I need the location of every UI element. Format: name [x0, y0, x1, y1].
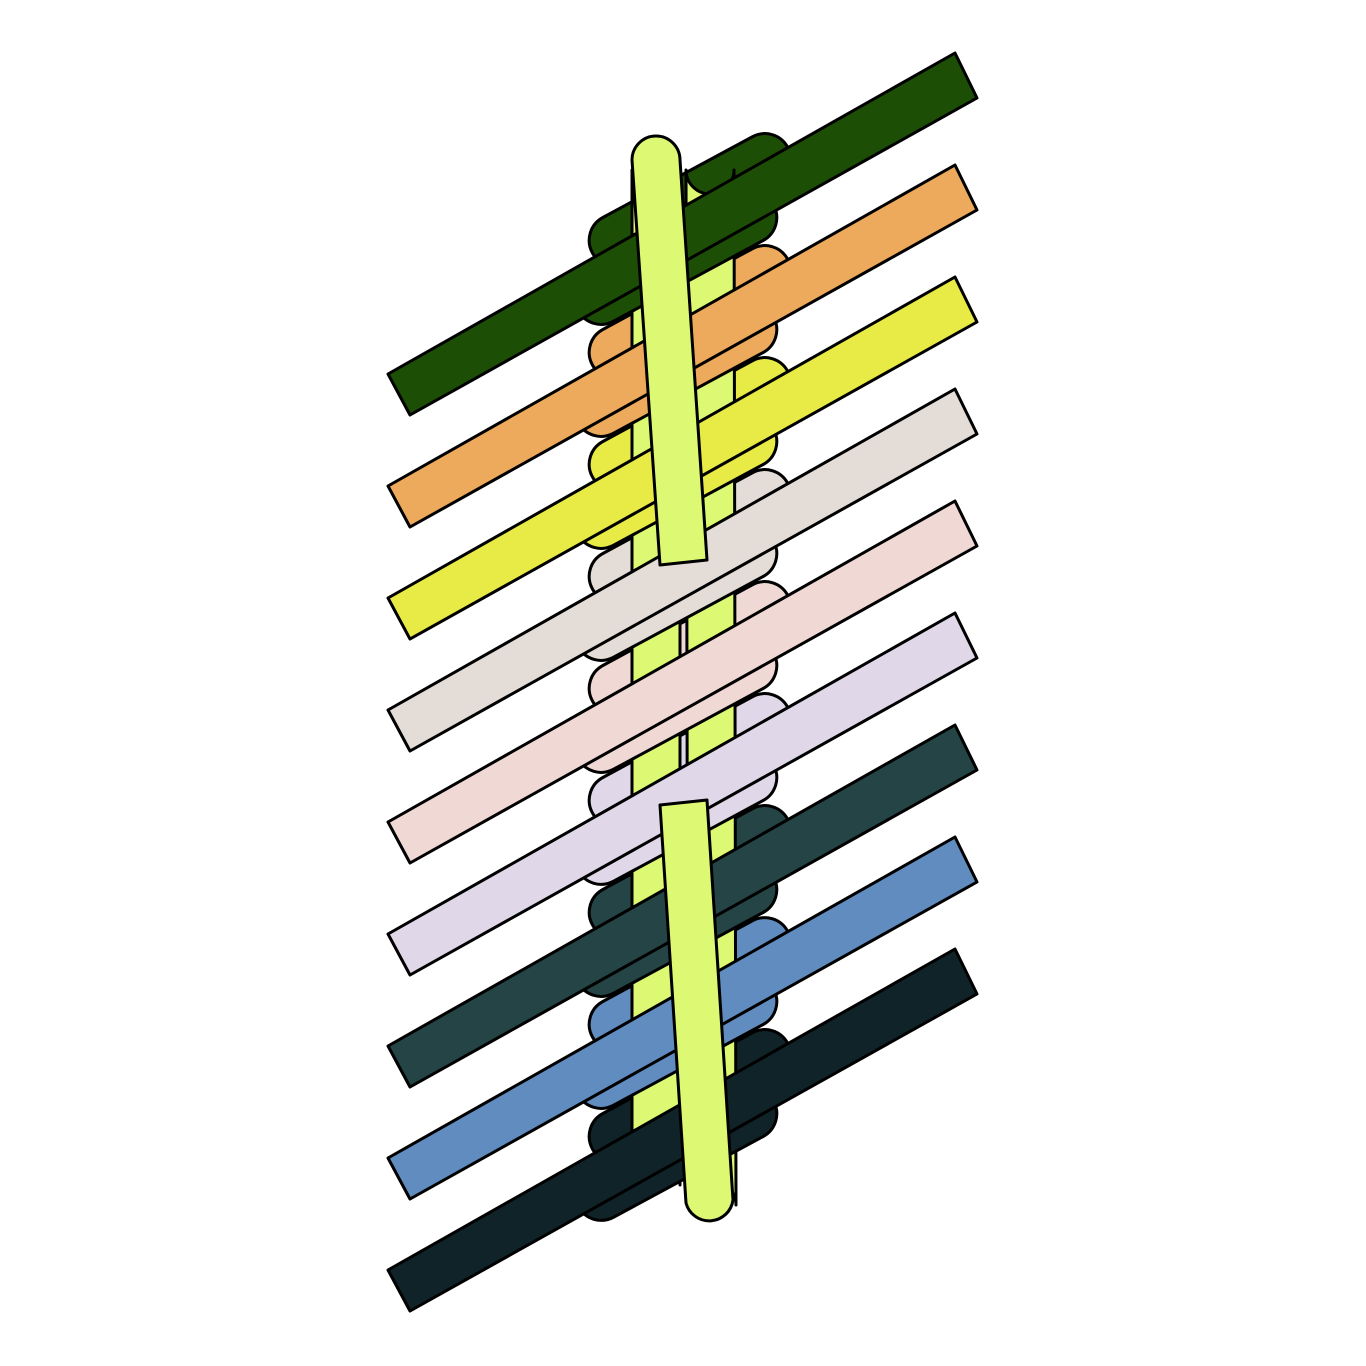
spine-segment-top — [630, 134, 709, 567]
strip-lavender — [386, 611, 979, 977]
spine-segment-bottom — [658, 798, 735, 1223]
strip-light-gray — [386, 387, 979, 753]
strip-light-pink — [386, 499, 979, 865]
spine-front-layer — [630, 134, 735, 1223]
